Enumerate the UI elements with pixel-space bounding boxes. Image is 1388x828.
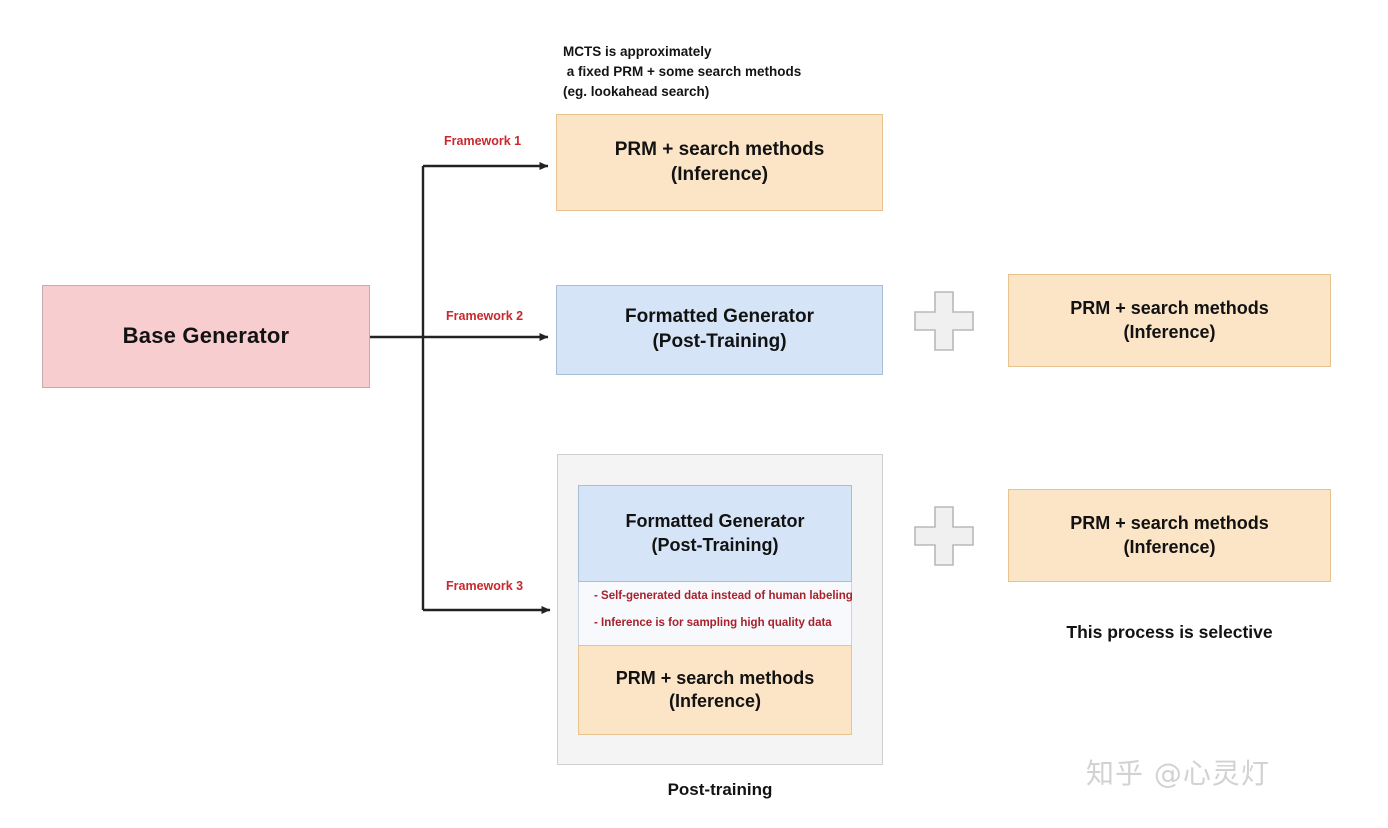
- framework-3-note-2: - Inference is for sampling high quality…: [594, 617, 832, 629]
- formatted-generator-box-framework-2[interactable]: Formatted Generator (Post-Training): [556, 285, 883, 375]
- formatted-generator-line-2: (Post-Training): [652, 331, 787, 352]
- framework-3-label: Framework 3: [446, 579, 524, 593]
- selective-process-caption: This process is selective: [1066, 622, 1273, 642]
- framework-2-label: Framework 2: [446, 309, 524, 323]
- prm-box-line-1: PRM + search methods: [615, 667, 815, 688]
- prm-search-methods-box-framework-3[interactable]: PRM + search methods (Inference): [578, 645, 852, 735]
- formatted-generator-line-2: (Post-Training): [651, 534, 779, 555]
- formatted-generator-box-framework-3[interactable]: Formatted Generator (Post-Training): [578, 485, 852, 582]
- prm-search-methods-box-framework-2[interactable]: PRM + search methods (Inference): [1008, 274, 1331, 367]
- prm-box-line-1: PRM + search methods: [614, 138, 825, 160]
- prm-box-line-1: PRM + search methods: [1070, 298, 1269, 319]
- prm-box-line-2: (Inference): [668, 691, 762, 711]
- plus-icon-framework-2: [913, 290, 975, 352]
- formatted-generator-line-1: Formatted Generator: [625, 306, 814, 328]
- framework-1-label: Framework 1: [444, 134, 522, 148]
- formatted-generator-line-1: Formatted Generator: [625, 511, 805, 532]
- prm-box-line-2: (Inference): [1123, 536, 1216, 557]
- prm-box-line-1: PRM + search methods: [1070, 513, 1269, 534]
- plus-icon-framework-3: [913, 505, 975, 567]
- prm-box-line-2: (Inference): [1123, 321, 1216, 342]
- base-generator-label: Base Generator: [122, 323, 290, 349]
- zhihu-watermark: 知乎 @心灵灯: [1086, 757, 1270, 790]
- mcts-note-text: MCTS is approximately a fixed PRM + some…: [563, 44, 802, 99]
- base-generator-box[interactable]: Base Generator: [42, 285, 370, 388]
- prm-search-methods-box-framework-3-right[interactable]: PRM + search methods (Inference): [1008, 489, 1331, 582]
- framework-3-note-1: - Self-generated data instead of human l…: [594, 590, 853, 602]
- post-training-caption: Post-training: [667, 780, 773, 799]
- prm-search-methods-box-framework-1[interactable]: PRM + search methods (Inference): [556, 114, 883, 211]
- prm-box-line-2: (Inference): [670, 163, 769, 185]
